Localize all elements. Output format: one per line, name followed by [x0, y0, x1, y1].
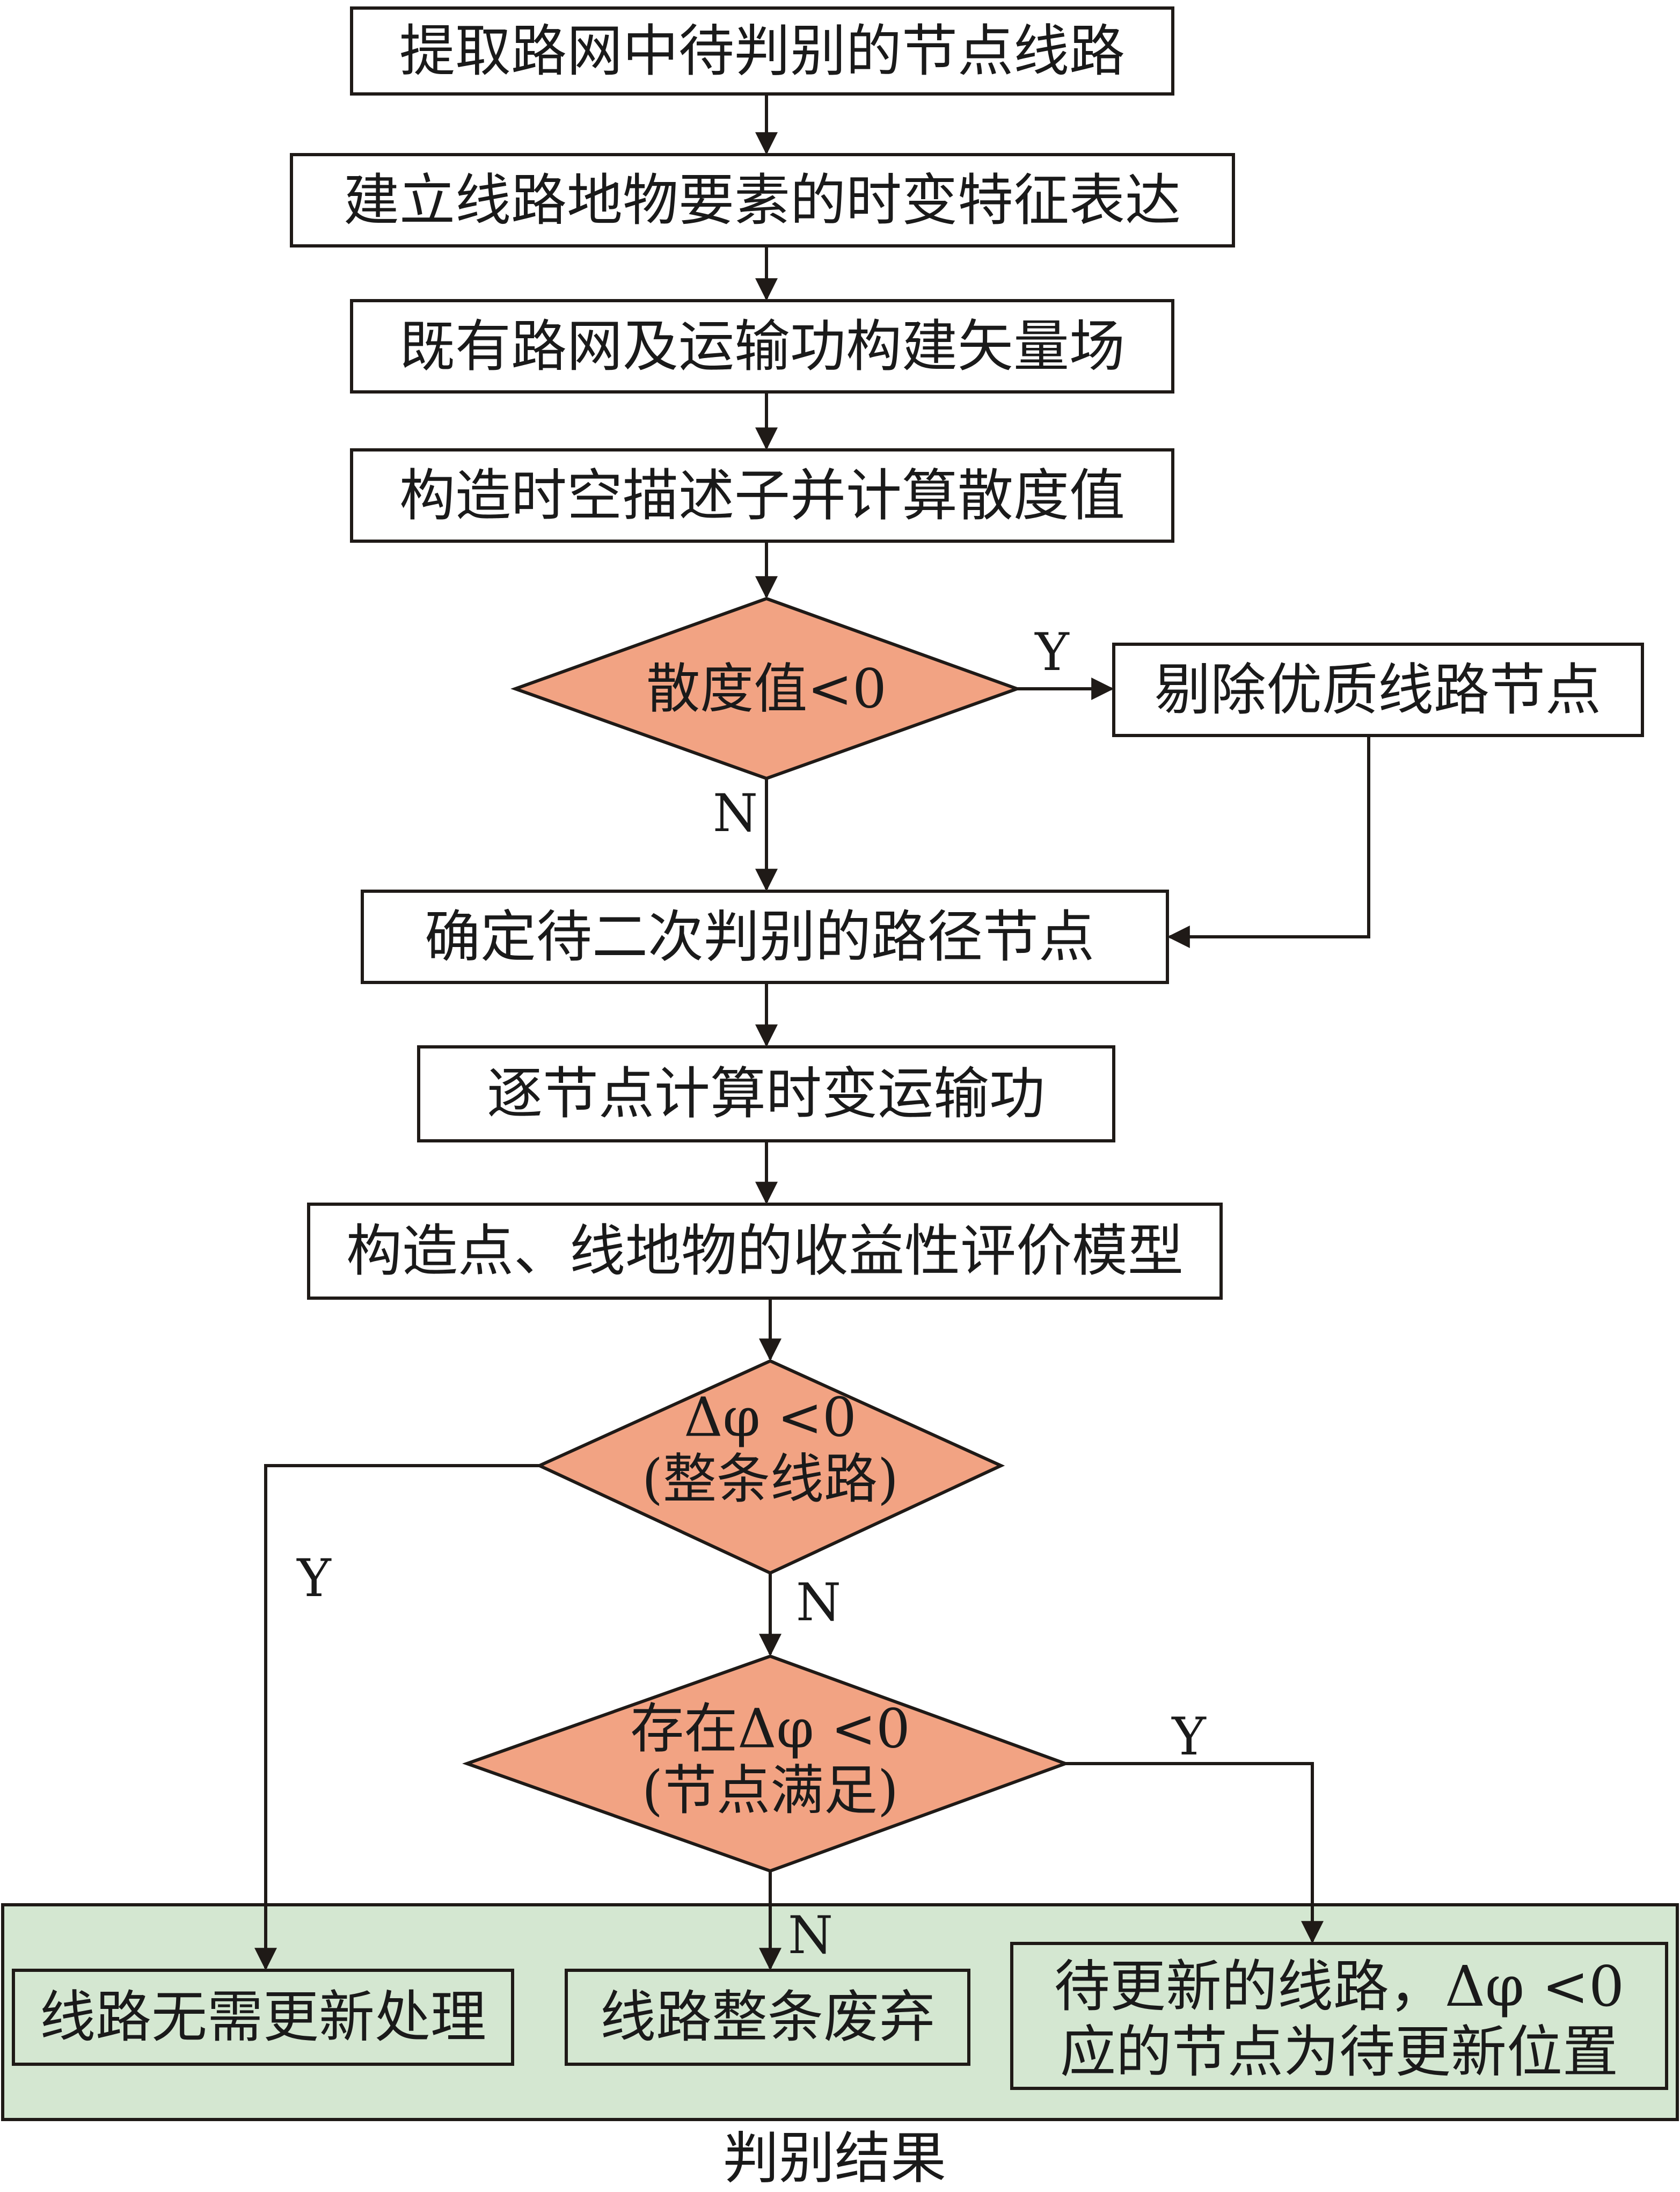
- d2-no-label: N: [796, 1572, 841, 1633]
- d3-no-label: N: [788, 1905, 833, 1965]
- decision-2-line2: (整条线路): [642, 1448, 899, 1511]
- side-box-label: 剔除优质线路节点: [1155, 657, 1601, 723]
- result-3-line1: 待更新的线路，Δφ <0: [1054, 1954, 1624, 2019]
- step-box-2: 建立线路地物要素的时变特征表达: [290, 153, 1235, 247]
- result-caption: 判别结果: [723, 2125, 946, 2191]
- d2-yes-label: Y: [296, 1548, 332, 1608]
- arrow-side-s5: [1167, 735, 1370, 948]
- result-2-label: 线路整条废弃: [600, 1984, 935, 2050]
- connectors: [254, 94, 1370, 1971]
- step-box-6: 逐节点计算时变运输功: [417, 1045, 1115, 1142]
- decision-2: Δφ <0 (整条线路): [535, 1359, 1005, 1575]
- d1-no-label: N: [713, 783, 758, 843]
- result-box-2: 线路整条废弃: [565, 1969, 970, 2066]
- arrow-d2-r1: [254, 1464, 539, 1971]
- decision-3-line1: 存在Δφ <0: [630, 1698, 910, 1760]
- step-box-1: 提取路网中待判别的节点线路: [350, 6, 1174, 96]
- step-2-label: 建立线路地物要素的时变特征表达: [344, 168, 1181, 233]
- step-3-label: 既有路网及运输功构建矢量场: [399, 314, 1125, 379]
- result-box-3: 待更新的线路，Δφ <0 应的节点为待更新位置: [1010, 1942, 1668, 2090]
- d1-yes-label: Y: [1034, 622, 1070, 682]
- decision-2-line1: Δφ <0: [684, 1386, 856, 1449]
- step-5-label: 确定待二次判别的路径节点: [425, 904, 1094, 970]
- step-4-label: 构造时空描述子并计算散度值: [399, 463, 1125, 528]
- step-1-label: 提取路网中待判别的节点线路: [399, 18, 1125, 84]
- side-box: 剔除优质线路节点: [1112, 643, 1644, 737]
- result-1-label: 线路无需更新处理: [40, 1984, 486, 2050]
- step-box-4: 构造时空描述子并计算散度值: [350, 448, 1174, 543]
- decision-1-label: 散度值<0: [646, 658, 886, 720]
- step-box-3: 既有路网及运输功构建矢量场: [350, 299, 1174, 394]
- step-6-label: 逐节点计算时变运输功: [487, 1061, 1045, 1126]
- step-box-7: 构造点、线地物的收益性评价模型: [307, 1203, 1223, 1300]
- result-3-line2: 应的节点为待更新位置: [1060, 2019, 1618, 2085]
- d3-yes-label: Y: [1171, 1707, 1207, 1767]
- result-box-1: 线路无需更新处理: [12, 1969, 514, 2066]
- arrow-d3-r3: [1065, 1762, 1324, 1944]
- decision-3-line2: (节点满足): [642, 1759, 899, 1822]
- decision-3: 存在Δφ <0 (节点满足): [462, 1654, 1070, 1873]
- step-box-5: 确定待二次判别的路径节点: [361, 890, 1169, 984]
- decision-1: 散度值<0: [510, 596, 1022, 781]
- step-7-label: 构造点、线地物的收益性评价模型: [346, 1218, 1184, 1284]
